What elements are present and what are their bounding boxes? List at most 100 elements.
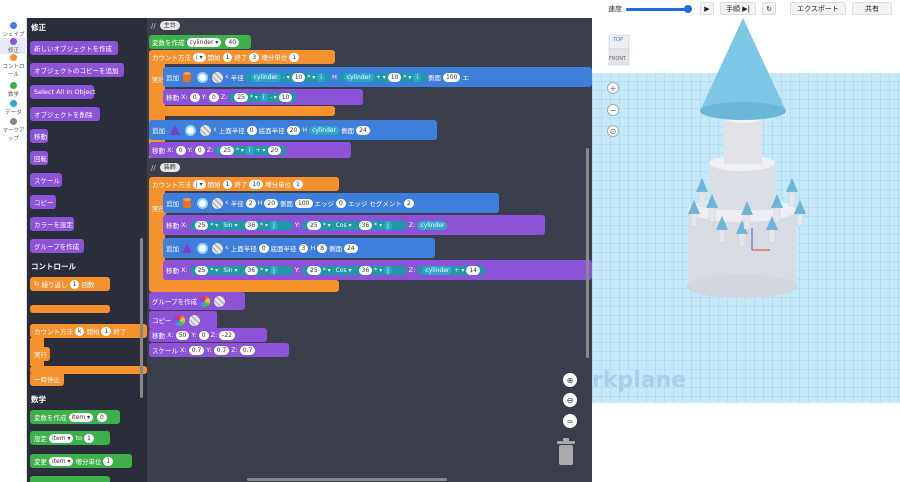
export-button[interactable]: エクスポート <box>790 2 846 15</box>
fit-view-button[interactable]: ⊙ <box>607 125 619 137</box>
block-add-cylinder-1[interactable]: 追加 ‹ 半径 cylinder- ▾10* ▾i H cylinder+ ▾1… <box>163 67 592 87</box>
palette-block-add-copy[interactable]: オブジェクトのコピーを追加 <box>30 63 124 77</box>
zoom-in-view-button[interactable]: + <box>607 82 619 94</box>
palette-block-rotate[interactable]: 回転 <box>30 151 48 165</box>
castle-roof-cone <box>700 18 786 111</box>
color-swatch[interactable] <box>197 242 208 254</box>
category-control[interactable]: コントロール <box>0 54 27 78</box>
speed-label: 速度 <box>608 5 622 13</box>
hole-swatch[interactable] <box>200 124 212 136</box>
category-markup[interactable]: マークアップ <box>0 118 27 142</box>
zoom-reset-button[interactable]: = <box>563 414 577 428</box>
speed-slider[interactable] <box>626 8 688 11</box>
zoom-in-icon: ⊕ <box>566 375 574 385</box>
palette-scrollbar[interactable] <box>140 238 143 398</box>
workspace-horizontal-scrollbar[interactable] <box>247 478 447 481</box>
comment-decoration[interactable]: //装飾 <box>151 163 180 172</box>
collapse-chevron-icon[interactable]: ‹ <box>225 72 229 82</box>
zoom-out-button[interactable]: ⊖ <box>563 393 577 407</box>
trash-icon[interactable] <box>555 438 577 466</box>
workplane-label: rkplane <box>592 368 687 393</box>
category-dot-icon <box>10 22 17 29</box>
category-shapes[interactable]: シェイプ <box>0 22 27 38</box>
multicolor-swatch[interactable] <box>199 295 211 307</box>
category-math[interactable]: 数学 <box>0 82 27 98</box>
palette-block-count-do: 実行 <box>30 347 50 361</box>
zoom-out-view-button[interactable]: − <box>607 104 619 116</box>
palette-block-repeat-foot <box>30 305 110 313</box>
category-modify[interactable]: 修正 <box>0 38 27 54</box>
view-cube-top-label[interactable]: TOP <box>613 37 624 43</box>
3d-viewport[interactable]: TOP FRONT + − ⊙ <box>592 18 900 482</box>
palette-block-group[interactable]: グループを作成 <box>30 239 84 253</box>
hole-swatch[interactable] <box>212 197 223 209</box>
view-cube-front-label[interactable]: FRONT <box>609 56 627 62</box>
palette-block-new-object[interactable]: 新しいオブジェクトを作成 <box>30 41 118 55</box>
decoration-cones <box>688 178 806 234</box>
share-button[interactable]: 共有 <box>852 2 892 15</box>
block-move-1[interactable]: 移動 X:0 Y:0 Z: 25* ▾i- ▾10 <box>163 89 363 105</box>
speed-slider-thumb[interactable] <box>684 5 692 13</box>
reset-button[interactable]: ↻ <box>762 2 776 15</box>
color-swatch[interactable] <box>197 71 208 83</box>
category-dot-icon <box>10 82 17 89</box>
palette-block-set-color[interactable]: カラーを設定 <box>30 217 74 231</box>
hole-swatch[interactable] <box>188 314 200 326</box>
category-dot-icon <box>10 100 17 107</box>
step-button[interactable]: 手順 ▶| <box>720 2 756 15</box>
hole-swatch[interactable] <box>214 295 226 307</box>
block-palette: 修正 新しいオブジェクトを作成 オブジェクトのコピーを追加 Select All… <box>27 18 147 482</box>
collapse-chevron-icon[interactable]: ‹ <box>213 125 217 135</box>
workspace-vertical-scrollbar[interactable] <box>586 148 589 358</box>
multicolor-swatch[interactable] <box>173 314 185 326</box>
palette-block-count-foot <box>30 366 147 374</box>
collapse-chevron-icon[interactable]: ‹ <box>225 198 229 208</box>
cylinder-shape-icon <box>183 198 191 208</box>
block-make-variable[interactable]: 変数を作成 cylinder ▾ 40 <box>149 35 251 49</box>
palette-block-partial <box>30 476 110 482</box>
category-rail: シェイプ 修正 コントロール 数学 データ マークアップ <box>0 18 27 482</box>
block-group[interactable]: グループを作成 <box>149 292 245 310</box>
palette-block-scale[interactable]: スケール <box>30 173 62 187</box>
block-count-loop-1-foot <box>149 106 335 116</box>
block-move-3[interactable]: 移動 X: 25* ▾Sin ▾36* ▾j Y: 25* ▾Cos ▾36* … <box>163 215 545 235</box>
block-scale[interactable]: スケール X:0.7 Y:0.7 Z:0.7 <box>149 343 289 357</box>
collapse-chevron-icon[interactable]: ‹ <box>225 243 229 253</box>
block-count-loop-2-foot <box>149 280 339 292</box>
zoom-out-icon: ⊖ <box>566 395 574 405</box>
palette-block-select-all[interactable]: Select All In Object <box>30 85 96 99</box>
cone-shape-icon <box>182 243 192 253</box>
color-swatch[interactable] <box>185 124 197 136</box>
palette-block-pause[interactable]: 一時停止 <box>30 372 64 386</box>
block-move-2[interactable]: 移動 X:0 Y:0 Z: 25* ▾i+ ▾20 <box>149 142 351 158</box>
palette-block-copy[interactable]: コピー <box>30 195 56 209</box>
view-cube[interactable] <box>606 33 632 69</box>
zoom-in-button[interactable]: ⊕ <box>563 373 577 387</box>
comment-main[interactable]: //主台 <box>151 21 180 30</box>
block-copy[interactable]: コピー <box>149 311 217 329</box>
palette-block-delete[interactable]: オブジェクトを削除 <box>30 107 100 121</box>
hole-swatch[interactable] <box>212 71 223 83</box>
color-swatch[interactable] <box>197 197 208 209</box>
workplane-grid[interactable] <box>592 18 900 482</box>
block-move-4[interactable]: 移動 X: 25* ▾Sin ▾36* ▾j Y: 25* ▾Cos ▾36* … <box>163 260 592 280</box>
fit-view-icon: ⊙ <box>609 126 617 136</box>
step-icon: ▶| <box>742 4 750 13</box>
category-data[interactable]: データ <box>0 100 27 116</box>
play-button[interactable]: ▶ <box>700 2 714 15</box>
castle-top-cylinder <box>724 118 762 164</box>
palette-block-move[interactable]: 移動 <box>30 129 48 143</box>
block-move-5[interactable]: 移動 X:50 Y:0 Z:-22 <box>149 328 267 342</box>
hole-swatch[interactable] <box>212 242 223 254</box>
